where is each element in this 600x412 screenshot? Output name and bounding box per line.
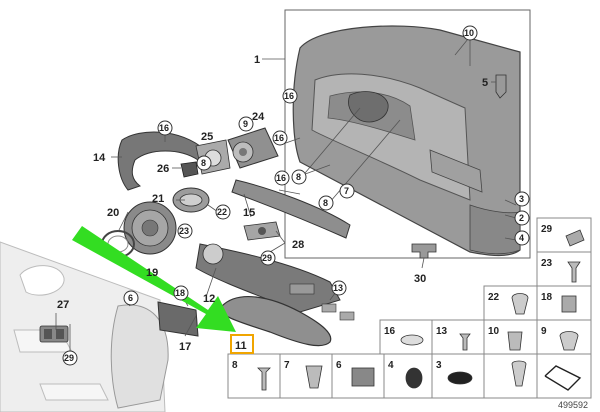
- callout-15: 15: [243, 207, 255, 219]
- callout-30: 30: [414, 273, 426, 285]
- callout-16-a: 16: [159, 123, 169, 133]
- callout-8-b: 8: [296, 172, 301, 182]
- callout-8-a: 8: [201, 158, 206, 168]
- callout-16-d: 16: [276, 173, 286, 183]
- tile-label-8: 8: [232, 360, 238, 371]
- tile-return-arrow: [544, 365, 582, 391]
- callout-2: 2: [519, 213, 524, 223]
- trim-cover-part-14: [117, 131, 206, 191]
- clip-cluster-part-13: [321, 303, 355, 321]
- leader-lines: [55, 38, 517, 358]
- tile-label-3: 3: [436, 360, 442, 371]
- callout-29-a: 29: [262, 253, 272, 263]
- bracket-part-28: [243, 221, 281, 241]
- tile-label-10: 10: [488, 326, 500, 337]
- callout-10: 10: [464, 28, 474, 38]
- callout-25: 25: [201, 131, 213, 143]
- callout-4: 4: [519, 233, 524, 243]
- callout-7: 7: [344, 186, 349, 196]
- tile-label-6: 6: [336, 360, 342, 371]
- tile-label-7: 7: [284, 360, 290, 371]
- clip-part-30: [411, 243, 437, 259]
- callout-14: 14: [93, 152, 106, 164]
- callout-23: 23: [179, 226, 189, 236]
- tile-label-9: 9: [541, 326, 547, 337]
- switch-assembly-part-24: [227, 127, 279, 169]
- callout-17: 17: [179, 341, 191, 353]
- callout-21: 21: [152, 193, 164, 205]
- highlight-frame-item-11: [230, 334, 254, 354]
- callout-18: 18: [175, 288, 185, 298]
- tile-label-13: 13: [436, 326, 448, 337]
- callout-20: 20: [107, 207, 119, 219]
- switch-block-part-27: [39, 325, 69, 343]
- clip-part-5: [495, 74, 507, 99]
- tile-parts: [257, 229, 585, 391]
- tile-label-18: 18: [541, 292, 553, 303]
- speaker-grille-part-19: [123, 201, 177, 255]
- carrier-part-12: [195, 243, 341, 313]
- callout-6: 6: [128, 293, 133, 303]
- trim-part-17: [157, 301, 199, 337]
- tile-label-23: 23: [541, 258, 553, 269]
- catalog-number: 499592: [558, 400, 588, 410]
- callout-16-c: 16: [274, 133, 284, 143]
- callout-26: 26: [157, 163, 169, 175]
- callout-1: 1: [254, 54, 260, 66]
- callout-13: 13: [333, 283, 343, 293]
- callout-9: 9: [243, 119, 248, 129]
- callout-16-b: 16: [284, 91, 294, 101]
- callout-3: 3: [519, 194, 524, 204]
- green-pointer-arrow: [72, 226, 236, 332]
- speaker-cover-part-6: [110, 304, 169, 409]
- trim-strip-part-15: [231, 179, 351, 239]
- callout-5: 5: [482, 77, 488, 89]
- callout-19: 19: [146, 267, 158, 279]
- tile-label-4: 4: [388, 360, 394, 371]
- callout-28: 28: [292, 239, 304, 251]
- callout-29-b: 29: [64, 353, 74, 363]
- callout-8-c: 8: [323, 198, 328, 208]
- door-trim-panel: [292, 25, 521, 257]
- part-26: [180, 161, 199, 178]
- callout-22: 22: [217, 207, 227, 217]
- callout-circles: [62, 25, 530, 366]
- pull-handle-part-11: [220, 295, 332, 347]
- callout-11: 11: [235, 340, 247, 352]
- tile-label-22: 22: [488, 292, 500, 303]
- callout-24: 24: [252, 111, 265, 123]
- ring-part-21: [172, 187, 210, 213]
- callout-12: 12: [203, 293, 215, 305]
- tile-label-16: 16: [384, 326, 396, 337]
- tile-label-29: 29: [541, 224, 553, 235]
- callout-27: 27: [57, 299, 69, 311]
